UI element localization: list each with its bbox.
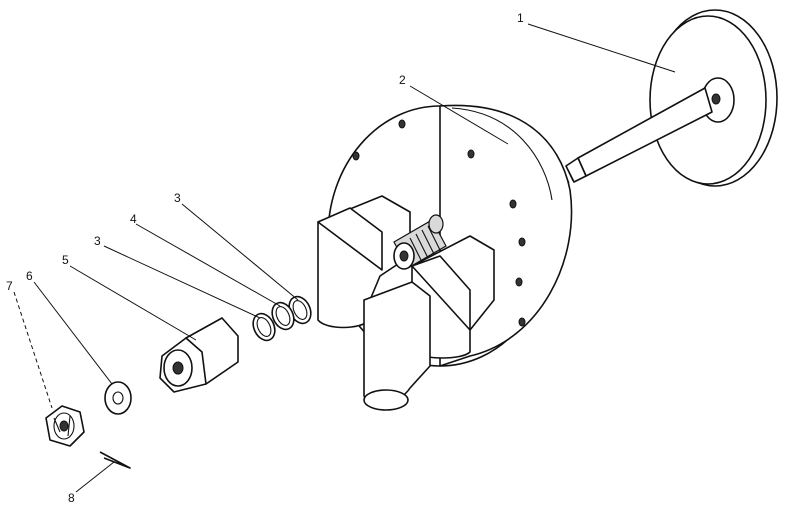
callout-1: 1 <box>517 11 524 25</box>
callout-7: 7 <box>6 279 13 293</box>
leader-lines <box>13 23 676 493</box>
leader-4 <box>135 223 281 307</box>
callout-5: 5 <box>62 253 69 267</box>
leader-6 <box>33 281 113 385</box>
part-8-cotter-pin <box>99 451 131 469</box>
part-7-castle-nut <box>45 405 85 447</box>
leader-3a <box>181 203 299 301</box>
pipe-elbow-left-face <box>317 207 383 271</box>
cotter-pin <box>99 451 131 469</box>
leader-5 <box>69 265 197 341</box>
part-3-ring-b <box>252 312 276 342</box>
callout-3-upper: 3 <box>174 191 181 205</box>
housing-edge <box>451 107 553 201</box>
castle-nut-bore <box>59 420 69 432</box>
pipe-lower-opening <box>363 389 409 411</box>
castle-nut-face <box>53 412 75 440</box>
part-4-ring <box>271 301 295 331</box>
pipe-elbow-right-face <box>411 255 471 331</box>
callout-labels: 1 2 3 3 4 5 6 7 8 <box>6 11 524 505</box>
callout-3-lower: 3 <box>94 234 101 248</box>
leader-3b <box>103 245 261 319</box>
part-5-union-nut <box>159 317 239 393</box>
pipe-lower <box>363 281 431 404</box>
leader-1 <box>527 23 676 73</box>
threaded-stub-threads <box>409 225 441 263</box>
part-6-washer <box>104 381 132 415</box>
threaded-stub-bore <box>399 250 409 262</box>
leader-2 <box>409 85 509 145</box>
disc-hub-hole <box>711 93 721 105</box>
part-1-disc-shaft <box>557 9 778 187</box>
callout-2: 2 <box>399 73 406 87</box>
union-bore <box>172 361 184 375</box>
flange-bolt-holes <box>352 119 526 327</box>
callout-8: 8 <box>68 491 75 505</box>
leader-8 <box>75 461 115 493</box>
stub-inner-ring <box>428 214 444 234</box>
leader-7 <box>13 291 53 409</box>
callout-6: 6 <box>26 269 33 283</box>
part-2-housing <box>317 104 573 411</box>
callout-4: 4 <box>130 212 137 226</box>
